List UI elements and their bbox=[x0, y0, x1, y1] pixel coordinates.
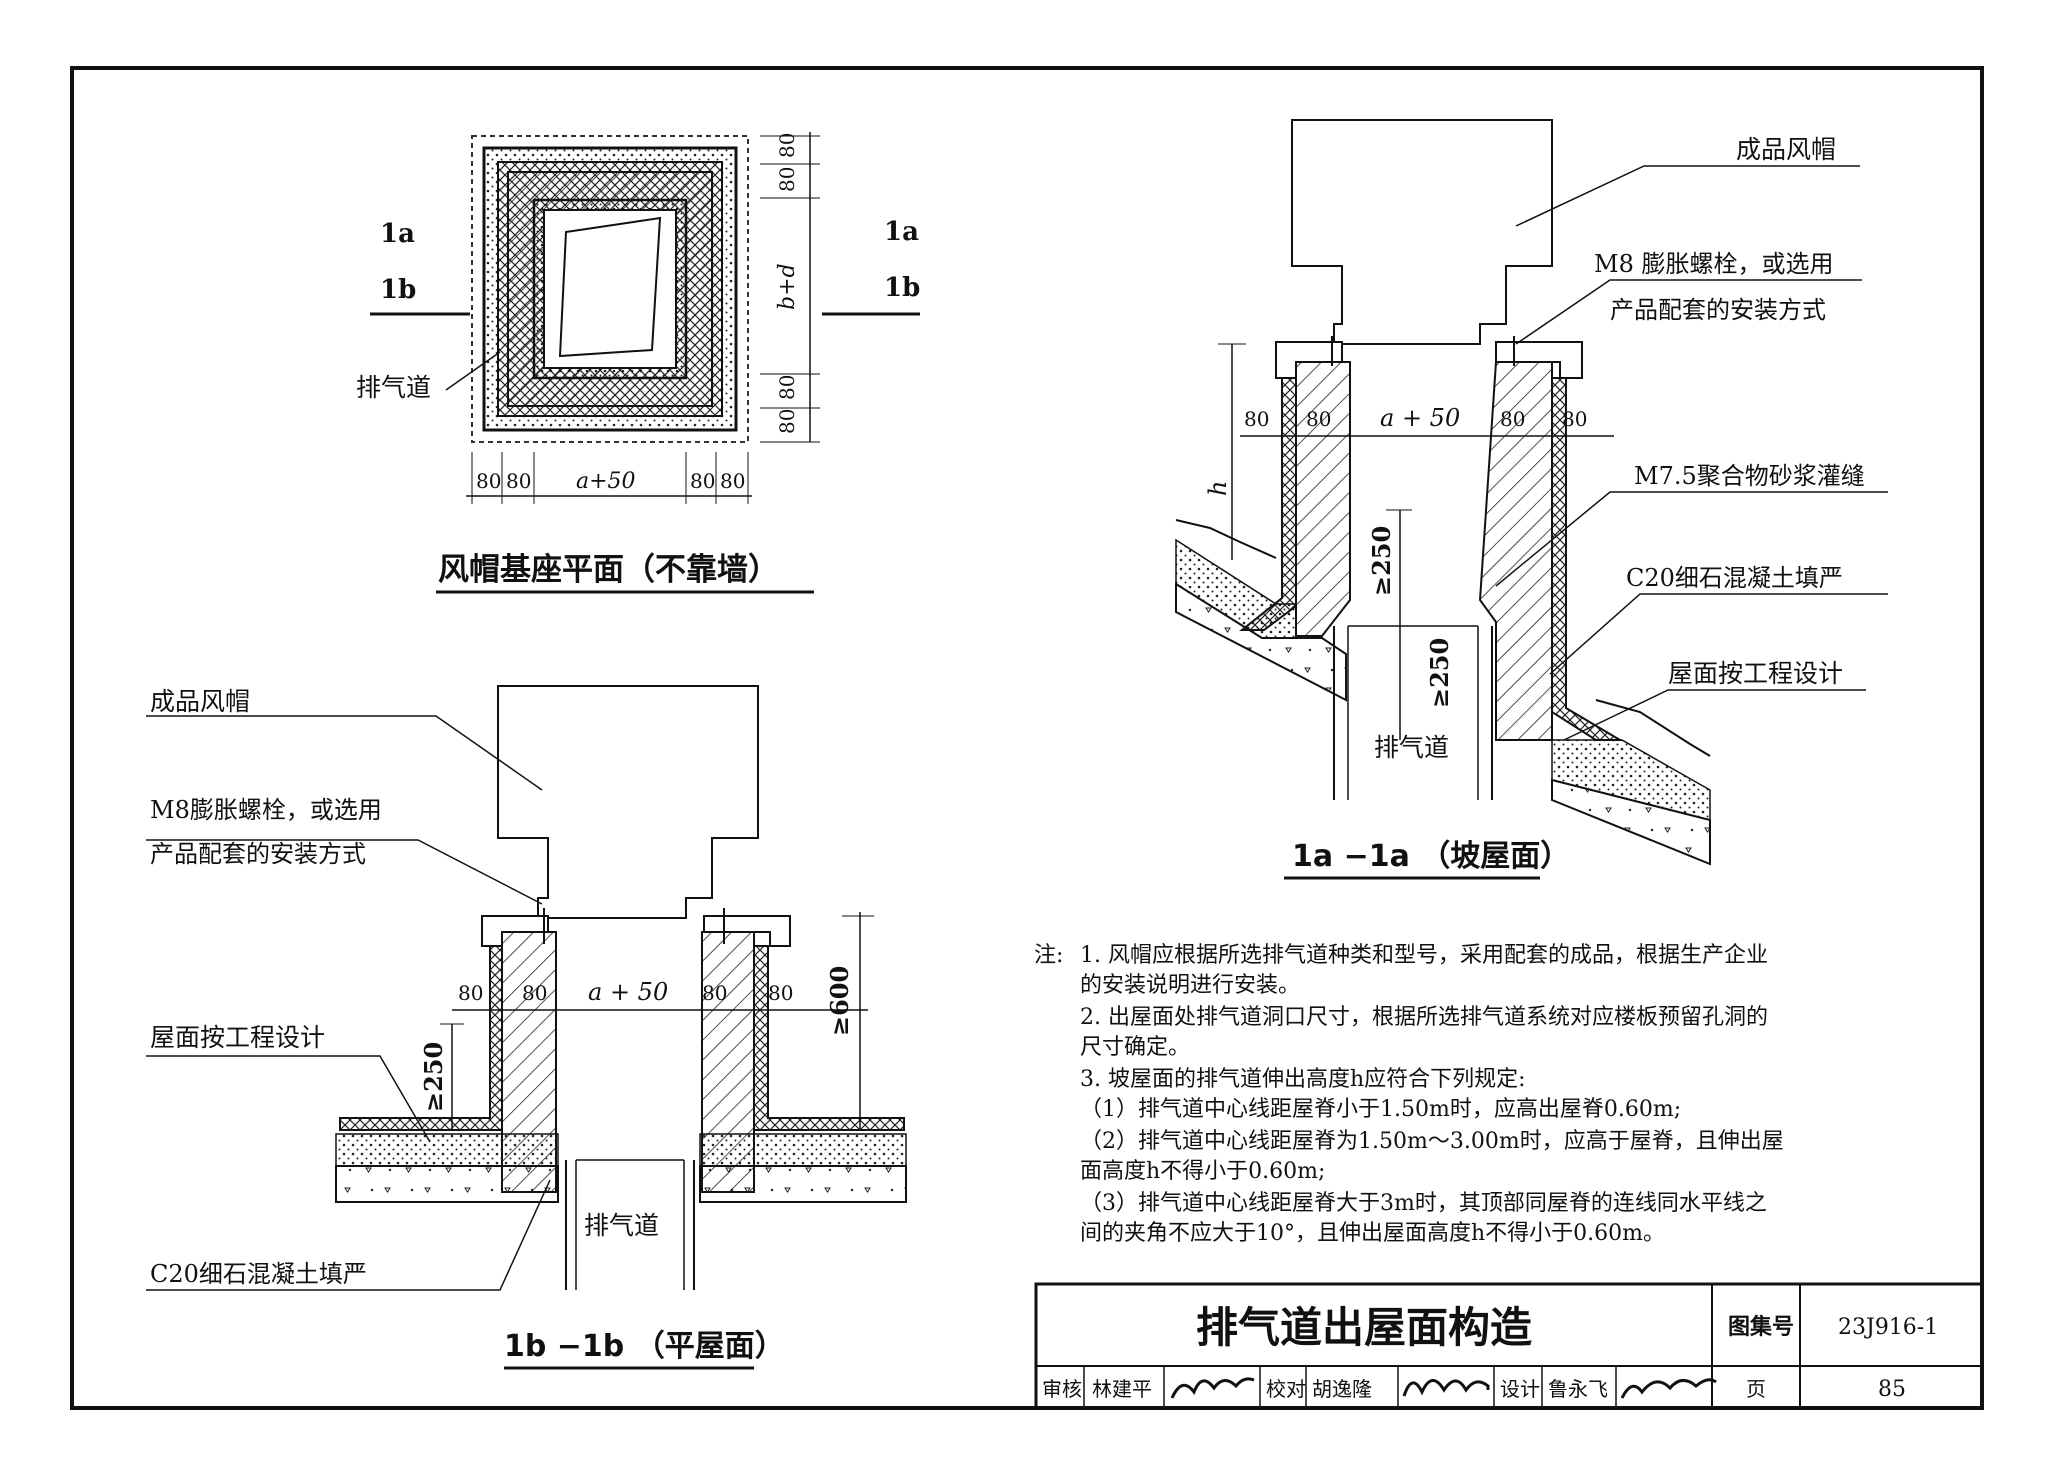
slope-dim-80: 80 bbox=[1244, 407, 1269, 431]
plan-dim-80: 80 bbox=[775, 133, 799, 158]
plan-section-1b-right: 1b bbox=[884, 273, 920, 303]
designer-signature bbox=[1620, 1378, 1717, 1399]
flat-dim-250: ≥250 bbox=[419, 1042, 448, 1112]
note-line: 1. 风帽应根据所选排气道种类和型号，采用配套的成品，根据生产企业 bbox=[1080, 943, 1768, 968]
atlas-number: 23J916-1 bbox=[1838, 1315, 1938, 1340]
note-line: 2. 出屋面处排气道洞口尺寸，根据所选排气道系统对应楼板预留孔洞的 bbox=[1080, 1005, 1768, 1030]
reviewer-name: 林建平 bbox=[1092, 1377, 1152, 1401]
page-number: 85 bbox=[1878, 1377, 1906, 1402]
plan-vent-label: 排气道 bbox=[356, 373, 431, 402]
notes-prefix: 注: bbox=[1034, 943, 1063, 968]
slope-dim-250: ≥250 bbox=[1425, 638, 1454, 708]
note-line: （2）排气道中心线距屋脊为1.50m～3.00m时，应高于屋脊，且伸出屋 bbox=[1080, 1129, 1784, 1154]
note-line: （3）排气道中心线距屋脊大于3m时，其顶部同屋脊的连线同水平线之 bbox=[1080, 1191, 1767, 1216]
slope-bolt-label-2: 产品配套的安装方式 bbox=[1610, 296, 1826, 324]
slope-dim-250: ≥250 bbox=[1367, 526, 1396, 596]
reviewer-signature bbox=[1170, 1377, 1255, 1399]
flat-bolt-label-2: 产品配套的安装方式 bbox=[150, 840, 366, 868]
plan-dim-80: 80 bbox=[775, 167, 799, 192]
plan-dim-80: 80 bbox=[476, 469, 501, 493]
note-line: 3. 坡屋面的排气道伸出高度h应符合下列规定: bbox=[1080, 1067, 1526, 1092]
plan-section-1a-right: 1a bbox=[884, 217, 919, 247]
slope-mortar-label: M7.5聚合物砂浆灌缝 bbox=[1634, 462, 1865, 490]
sheet-frame bbox=[70, 66, 1984, 1410]
flat-bolt-label-1: M8膨胀螺栓，或选用 bbox=[150, 796, 382, 824]
title-block bbox=[1034, 1282, 1984, 1410]
plan-dim-bd: b+d bbox=[775, 263, 800, 310]
flat-dim-a50: a + 50 bbox=[588, 978, 668, 1006]
slope-dim-80: 80 bbox=[1562, 407, 1587, 431]
designer-name: 鲁永飞 bbox=[1548, 1377, 1608, 1401]
review-label: 审核 bbox=[1042, 1377, 1082, 1401]
plan-dim-a50: a+50 bbox=[576, 469, 636, 494]
flat-cap-label: 成品风帽 bbox=[150, 687, 250, 716]
plan-title: 风帽基座平面（不靠墙） bbox=[438, 552, 779, 588]
page-label: 页 bbox=[1746, 1377, 1766, 1401]
plan-dim-80: 80 bbox=[775, 409, 799, 434]
plan-section-1a-left: 1a bbox=[380, 219, 415, 249]
note-line: 的安装说明进行安装。 bbox=[1080, 973, 1300, 998]
slope-vent-label: 排气道 bbox=[1374, 733, 1449, 762]
plan-dim-80: 80 bbox=[690, 469, 715, 493]
plan-view bbox=[370, 132, 920, 594]
flat-vent-label: 排气道 bbox=[584, 1211, 659, 1240]
note-line: 间的夹角不应大于10°，且伸出屋面高度h不得小于0.60m。 bbox=[1080, 1221, 1665, 1246]
slope-roof-section bbox=[1175, 119, 1888, 880]
slope-dim-a50: a + 50 bbox=[1380, 404, 1460, 432]
design-label: 设计 bbox=[1500, 1377, 1540, 1401]
plan-dim-80: 80 bbox=[720, 469, 745, 493]
checker-signature bbox=[1402, 1379, 1490, 1397]
flat-section-title: 1b −1b （平屋面） bbox=[504, 1329, 785, 1364]
flat-dim-80: 80 bbox=[768, 981, 793, 1005]
checker-name: 胡逸隆 bbox=[1312, 1377, 1372, 1401]
check-label: 校对 bbox=[1266, 1377, 1306, 1401]
slope-cap-label: 成品风帽 bbox=[1736, 135, 1836, 164]
atlas-label: 图集号 bbox=[1728, 1314, 1794, 1340]
note-line: 面高度h不得小于0.60m; bbox=[1080, 1159, 1325, 1184]
plan-dim-80: 80 bbox=[775, 375, 799, 400]
flat-dim-80: 80 bbox=[702, 981, 727, 1005]
drawing-title: 排气道出屋面构造 bbox=[1196, 1303, 1532, 1352]
plan-section-1b-left: 1b bbox=[380, 275, 416, 305]
slope-dim-80: 80 bbox=[1306, 407, 1331, 431]
flat-fill-label: C20细石混凝土填严 bbox=[150, 1260, 367, 1288]
flat-dim-600: ≥600 bbox=[825, 966, 854, 1036]
slope-fill-label: C20细石混凝土填严 bbox=[1626, 564, 1843, 592]
flat-dim-80: 80 bbox=[458, 981, 483, 1005]
flat-dim-80: 80 bbox=[522, 981, 547, 1005]
slope-section-title: 1a −1a （坡屋面） bbox=[1292, 839, 1570, 874]
slope-dim-h: h bbox=[1204, 481, 1232, 496]
flat-roof-label: 屋面按工程设计 bbox=[150, 1023, 325, 1052]
slope-roof-label: 屋面按工程设计 bbox=[1668, 659, 1843, 688]
note-line: 尺寸确定。 bbox=[1080, 1035, 1190, 1060]
notes-block: 注: 1. 风帽应根据所选排气道种类和型号，采用配套的成品，根据生产企业 的安装… bbox=[1034, 943, 1784, 1246]
slope-dim-80: 80 bbox=[1500, 407, 1525, 431]
flat-roof-section bbox=[146, 685, 907, 1370]
slope-bolt-label-1: M8 膨胀螺栓，或选用 bbox=[1594, 250, 1833, 278]
plan-dim-80: 80 bbox=[506, 469, 531, 493]
note-line: （1）排气道中心线距屋脊小于1.50m时，应高出屋脊0.60m; bbox=[1080, 1097, 1681, 1122]
